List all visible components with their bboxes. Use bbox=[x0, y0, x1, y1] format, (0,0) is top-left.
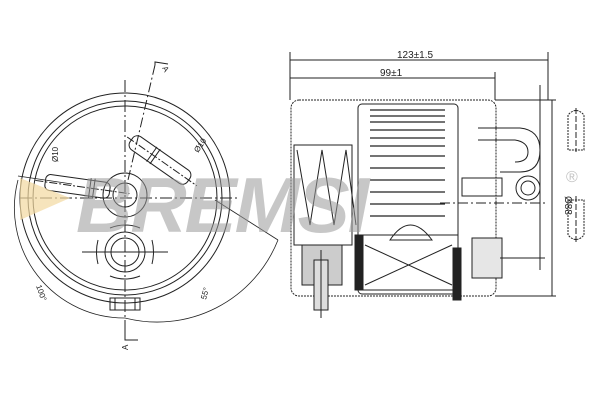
top-view bbox=[14, 61, 279, 341]
inlet-diameter-label: Ø10 bbox=[51, 146, 60, 162]
section-label-bottom: A bbox=[121, 344, 130, 350]
watermark-registered: ® bbox=[566, 169, 578, 186]
side-section-view bbox=[289, 52, 556, 318]
diameter-dimension: Ø88 bbox=[562, 196, 573, 215]
watermark: BREMSI ® bbox=[20, 161, 578, 249]
overall-length-dimension: 123±1.5 bbox=[397, 50, 434, 61]
end-caps-detail bbox=[567, 108, 585, 242]
watermark-brand: BREMSI bbox=[76, 161, 371, 249]
angle-right-label: 55° bbox=[199, 286, 211, 300]
angle-left-label: 100° bbox=[34, 284, 48, 303]
watermark-triangle-icon bbox=[20, 178, 70, 220]
body-length-dimension: 99±1 bbox=[380, 68, 403, 79]
section-label-top: A bbox=[160, 65, 171, 75]
